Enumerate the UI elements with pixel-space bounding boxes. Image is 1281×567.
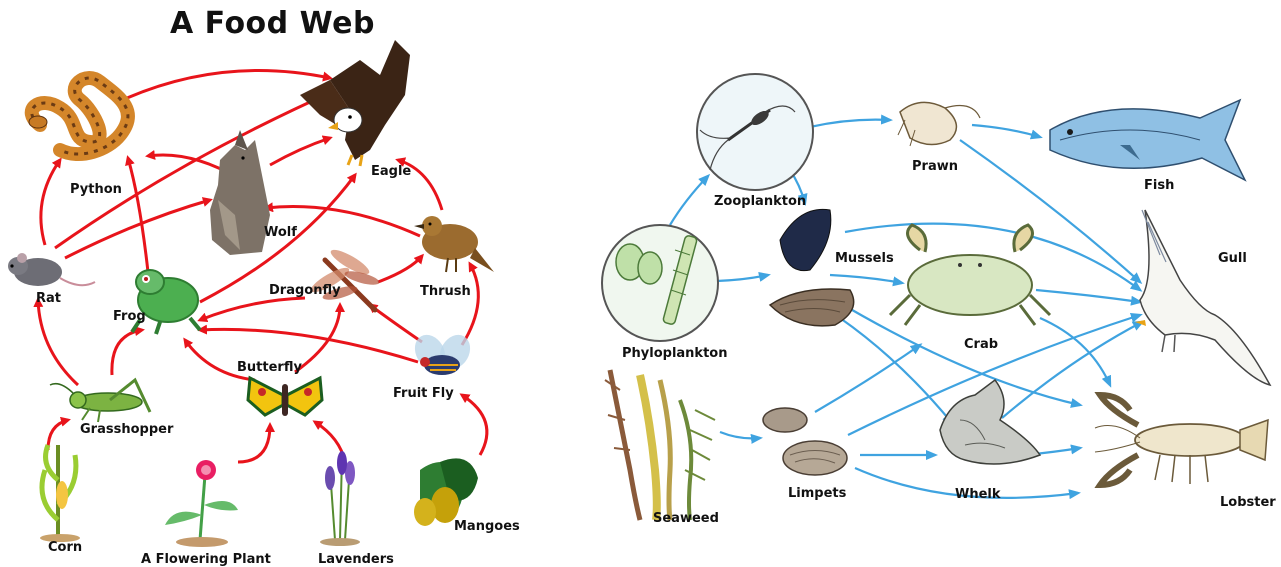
arrow-grasshopper-rat — [38, 300, 78, 385]
arrow-rat-python — [41, 160, 60, 245]
arrow-mussels-crab — [830, 275, 902, 283]
label-frog: Frog — [113, 309, 146, 324]
seaweed-illustration — [605, 370, 715, 520]
mangoes-illustration — [414, 458, 478, 526]
label-rat: Rat — [36, 291, 61, 306]
eagle-illustration — [300, 40, 410, 166]
frog-illustration — [132, 270, 200, 334]
label-phyloplankton: Phyloplankton — [622, 346, 727, 361]
right-food-web: Zooplankton Prawn Fish Mussels Gull Phyl… — [600, 0, 1281, 567]
label-zooplankton: Zooplankton — [714, 194, 806, 209]
left-food-web: A Food Web — [0, 0, 600, 567]
dragonfly-illustration — [308, 246, 381, 310]
arrow-plant-butterfly — [238, 425, 270, 462]
label-lobster: Lobster — [1220, 495, 1276, 510]
arrow-dragonfly-frog — [200, 298, 305, 320]
label-mussels: Mussels — [835, 251, 894, 266]
gull-illustration — [1135, 210, 1270, 385]
label-fish: Fish — [1144, 178, 1174, 193]
crab-illustration — [890, 225, 1050, 325]
label-flowering-plant: A Flowering Plant — [141, 552, 271, 567]
phyloplankton-illustration — [602, 225, 718, 341]
label-wolf: Wolf — [264, 225, 297, 240]
label-whelk: Whelk — [955, 487, 1001, 502]
fish-illustration — [1050, 100, 1245, 180]
arrow-fruitfly-thrush — [462, 264, 478, 345]
label-crab: Crab — [964, 337, 998, 352]
arrow-mussels-lobster — [835, 300, 1080, 405]
label-eagle: Eagle — [371, 164, 411, 179]
rat-illustration — [8, 253, 95, 286]
limpets-illustration — [763, 408, 847, 475]
thrush-illustration — [414, 216, 494, 272]
arrow-rat-wolf — [65, 200, 210, 258]
arrow-crab-gull — [1036, 290, 1140, 302]
arrow-fruitfly-frog — [200, 329, 418, 362]
label-mangoes: Mangoes — [454, 519, 520, 534]
arrow-dragonfly-thrush — [378, 256, 422, 282]
grasshopper-illustration — [50, 380, 150, 422]
arrow-phyto-mussels — [717, 275, 768, 281]
corn-illustration — [40, 445, 80, 542]
label-thrush: Thrush — [420, 284, 471, 299]
label-butterfly: Butterfly — [237, 360, 302, 375]
label-fruit-fly: Fruit Fly — [393, 386, 454, 401]
python-illustration — [29, 78, 128, 154]
whelk-illustration — [940, 380, 1040, 464]
prawn-illustration — [898, 102, 980, 146]
arrow-prawn-fish — [972, 125, 1040, 137]
arrow-limpets-crab — [815, 345, 920, 412]
right-food-web-drawing — [600, 0, 1281, 567]
flowering-plant-illustration — [165, 460, 238, 547]
arrow-phyto-zoo — [670, 176, 708, 225]
label-seaweed: Seaweed — [653, 511, 719, 526]
arrow-zoo-prawn — [810, 120, 890, 127]
arrow-mangoes-fruitfly — [462, 395, 487, 455]
arrow-grasshopper-frog — [112, 330, 142, 375]
mussels-illustration — [770, 209, 854, 325]
label-limpets: Limpets — [788, 486, 846, 501]
arrow-seaweed-limpets — [720, 432, 760, 438]
zooplankton-illustration — [697, 74, 813, 190]
label-dragonfly: Dragonfly — [269, 283, 341, 298]
label-lavenders: Lavenders — [318, 552, 394, 567]
arrow-fruitfly-dragonfly — [370, 305, 422, 342]
arrow-python-eagle — [118, 70, 330, 102]
label-gull: Gull — [1218, 251, 1247, 266]
label-prawn: Prawn — [912, 159, 958, 174]
label-python: Python — [70, 182, 122, 197]
lobster-illustration — [1095, 395, 1268, 485]
lavenders-illustration — [320, 451, 360, 546]
butterfly-illustration — [248, 378, 322, 416]
label-corn: Corn — [48, 540, 82, 555]
arrow-wolf-eagle — [270, 138, 330, 165]
arrow-frog-python — [128, 158, 148, 272]
label-grasshopper: Grasshopper — [80, 422, 173, 437]
